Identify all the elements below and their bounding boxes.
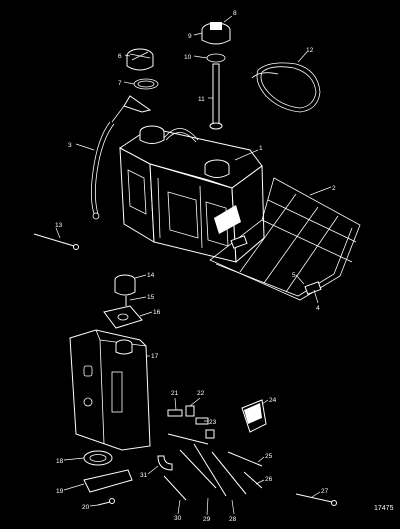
tank-cap	[126, 48, 154, 71]
hose-set	[163, 433, 263, 501]
callout-25: 25	[265, 453, 273, 460]
callout-4: 4	[316, 305, 320, 312]
callout-10: 10	[184, 54, 192, 61]
hose-elbow	[157, 455, 173, 471]
gauge-cap	[201, 22, 231, 45]
screw	[33, 233, 75, 247]
callout-17: 17	[151, 353, 159, 360]
callout-7: 7	[118, 80, 122, 87]
tank-strap	[90, 95, 152, 220]
gauge-gasket	[206, 53, 226, 63]
callout-12: 12	[306, 47, 314, 54]
callout-8: 8	[233, 10, 237, 17]
callout-30: 30	[174, 515, 182, 522]
callout-labels: 1 2 3 4 5 6 7 8 9 10 11 12 13 14 15 16 1…	[55, 10, 336, 523]
reservoir-bracket	[103, 305, 143, 329]
callout-31: 31	[140, 472, 148, 479]
callout-5: 5	[292, 272, 296, 279]
reservoir-mount	[83, 469, 133, 493]
fuel-gauge-sender	[209, 63, 223, 130]
callout-29: 29	[203, 516, 211, 523]
leader-lines	[55, 15, 332, 516]
callout-26: 26	[265, 476, 273, 483]
oil-reservoir	[69, 329, 151, 451]
callout-11: 11	[198, 96, 205, 103]
callout-21: 21	[171, 390, 179, 397]
callout-28: 28	[229, 516, 237, 523]
fuel-hose	[251, 62, 321, 113]
callout-20: 20	[82, 504, 90, 511]
callout-9: 9	[188, 33, 192, 40]
reservoir-cap	[114, 274, 136, 296]
callout-18: 18	[56, 458, 64, 465]
screw-27	[295, 493, 333, 503]
callout-14: 14	[147, 272, 155, 279]
callout-3: 3	[68, 142, 72, 149]
callout-16: 16	[153, 309, 161, 316]
callout-23: 23	[209, 419, 217, 426]
hose-fittings	[167, 405, 215, 439]
callout-1: 1	[259, 145, 263, 152]
figure-id: 17475	[374, 505, 394, 512]
callout-27: 27	[321, 488, 329, 495]
callout-24: 24	[269, 397, 277, 404]
callout-19: 19	[56, 488, 64, 495]
callout-2: 2	[332, 185, 336, 192]
callout-22: 22	[197, 390, 205, 397]
callout-6: 6	[118, 53, 122, 60]
grommet	[83, 450, 113, 466]
callout-15: 15	[147, 294, 155, 301]
callout-13: 13	[55, 222, 63, 229]
